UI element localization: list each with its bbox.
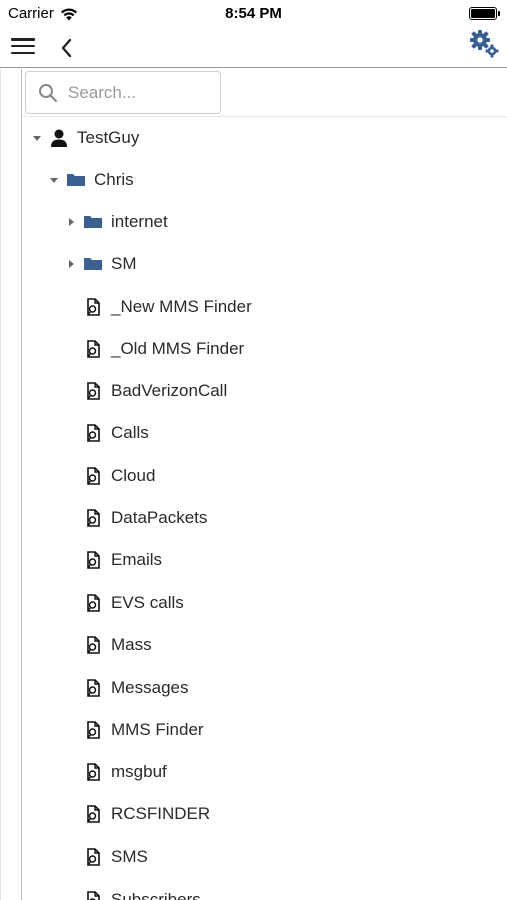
tree-node-label: SM <box>111 254 137 273</box>
battery-icon <box>469 7 500 20</box>
search-input[interactable] <box>68 82 208 103</box>
status-time: 8:54 PM <box>225 5 282 22</box>
tree-node-label: Emails <box>111 550 163 569</box>
tree-node-user[interactable]: TestGuy <box>30 117 139 159</box>
tree-node-report[interactable]: RCSFINDER <box>82 793 210 835</box>
settings-gears-icon[interactable] <box>467 28 501 60</box>
tree-node-report[interactable]: MMS Finder <box>82 709 204 751</box>
wifi-icon <box>60 8 77 20</box>
tree-node-label: Cloud <box>111 466 156 485</box>
tree-node-report[interactable]: DataPackets <box>82 497 207 539</box>
search-icon <box>39 83 58 102</box>
report-icon <box>87 298 100 316</box>
report-icon <box>87 763 100 781</box>
user-icon <box>51 129 67 147</box>
side-panel-rail <box>0 69 22 900</box>
tree-node-label: MMS Finder <box>111 720 204 739</box>
tree-node-report[interactable]: _Old MMS Finder <box>82 328 244 370</box>
tree-node-label: msgbuf <box>111 762 167 781</box>
tree-node-label: RCSFINDER <box>111 804 211 823</box>
caret-down-icon[interactable] <box>30 131 44 145</box>
tree-node-label: internet <box>111 212 168 231</box>
report-icon <box>87 679 100 697</box>
caret-right-icon[interactable] <box>64 257 78 271</box>
carrier-indicator: Carrier <box>8 5 78 22</box>
tree-node-report[interactable]: Calls <box>82 412 149 454</box>
report-icon <box>87 848 100 866</box>
tree-node-report[interactable]: Mass <box>82 624 152 666</box>
tree-node-report[interactable]: msgbuf <box>82 751 167 793</box>
report-icon <box>87 805 100 823</box>
tree-node-label: Chris <box>94 170 134 189</box>
report-icon <box>87 891 100 900</box>
tree-node-report[interactable]: Messages <box>82 667 188 709</box>
tree-node-report[interactable]: Emails <box>82 539 162 581</box>
tree-node-label: Messages <box>111 678 189 697</box>
tree-node-label: TestGuy <box>77 128 140 147</box>
tree-node-label: Mass <box>111 635 152 654</box>
report-icon <box>87 467 100 485</box>
report-icon <box>87 551 100 569</box>
navigation-bar <box>0 28 507 68</box>
tree-node-label: _Old MMS Finder <box>111 339 245 358</box>
tree-node-label: _New MMS Finder <box>111 297 252 316</box>
tree-node-label: EVS calls <box>111 593 184 612</box>
report-icon <box>87 636 100 654</box>
tree-node-report[interactable]: EVS calls <box>82 582 184 624</box>
tree-node-label: SMS <box>111 847 148 866</box>
tree-node-label: Calls <box>111 423 149 442</box>
status-bar: Carrier 8:54 PM <box>0 0 507 28</box>
hamburger-menu-button[interactable] <box>11 38 35 56</box>
caret-down-icon[interactable] <box>47 173 61 187</box>
carrier-label: Carrier <box>8 5 54 22</box>
tree-node-folder[interactable]: internet <box>64 201 168 243</box>
search-box[interactable] <box>25 71 221 114</box>
folder-icon <box>84 258 102 270</box>
tree-node-folder[interactable]: SM <box>64 243 137 285</box>
tree-node-report[interactable]: _New MMS Finder <box>82 286 252 328</box>
caret-right-icon[interactable] <box>64 215 78 229</box>
tree-node-report[interactable]: Cloud <box>82 455 155 497</box>
report-icon <box>87 509 100 527</box>
folder-icon <box>67 174 85 186</box>
report-icon <box>87 382 100 400</box>
tree-node-label: Subscribers <box>111 890 201 900</box>
folder-icon <box>84 216 102 228</box>
tree-node-label: BadVerizonCall <box>111 381 228 400</box>
tree-node-report[interactable]: SMS <box>82 836 148 878</box>
divider <box>22 116 507 117</box>
report-icon <box>87 424 100 442</box>
back-chevron-icon[interactable] <box>58 36 76 60</box>
tree-node-label: DataPackets <box>111 508 208 527</box>
tree-node-report[interactable]: Subscribers <box>82 879 201 900</box>
report-icon <box>87 340 100 358</box>
report-icon <box>87 721 100 739</box>
report-icon <box>87 594 100 612</box>
tree-node-folder[interactable]: Chris <box>47 159 134 201</box>
tree-node-report[interactable]: BadVerizonCall <box>82 370 227 412</box>
